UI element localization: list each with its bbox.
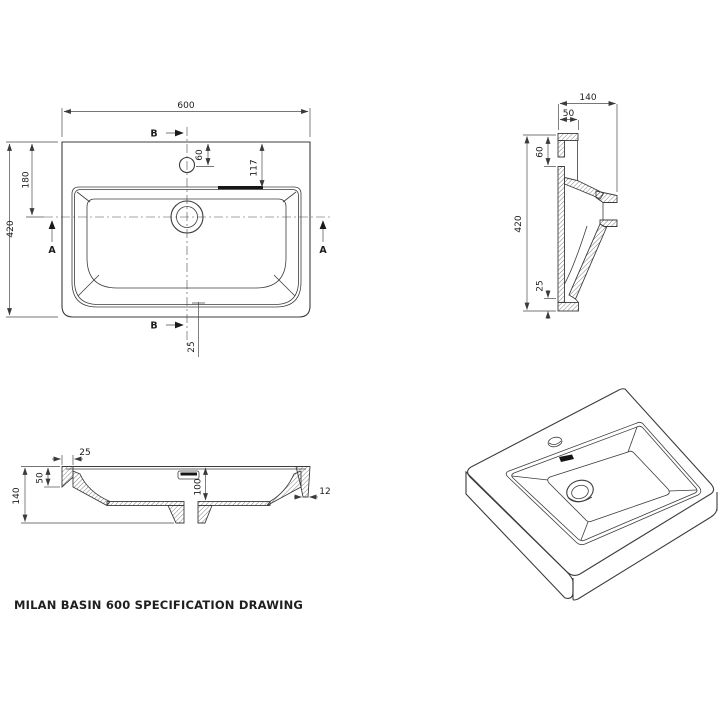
dim-side-depth: 420 xyxy=(514,215,524,232)
drain-boss-top xyxy=(595,190,618,203)
dim-plan-width: 600 xyxy=(177,101,194,111)
back-wall-upper xyxy=(557,140,565,158)
bowl-inner-contour xyxy=(564,225,588,303)
section-label-b-bottom: B xyxy=(150,321,157,332)
left-bowl-wall xyxy=(72,470,111,507)
drain-boss-bottom xyxy=(599,219,618,227)
left-rim-block xyxy=(61,466,74,489)
front-section-view: 25 50 140 100 12 xyxy=(12,448,331,524)
dim-plan-drain-offset: 25 xyxy=(187,341,197,352)
overflow-slot-section xyxy=(177,470,200,480)
bowl-rim-inner xyxy=(74,189,299,305)
bowl-floor-edge xyxy=(86,198,287,289)
dim-side-apron: 25 xyxy=(536,280,546,291)
iso-right-side-face xyxy=(572,492,718,601)
iso-wall-edges xyxy=(511,426,698,541)
bowl-corner-line-tl xyxy=(76,191,91,203)
isometric-view xyxy=(465,388,718,601)
dim-front-bowl-depth: 100 xyxy=(194,478,204,495)
iso-tap-hole xyxy=(547,436,563,448)
iso-tap-hole-inner xyxy=(548,440,562,445)
plan-view: 600 420 180 60 117 25 B B A A xyxy=(6,101,332,357)
dim-side-tap: 60 xyxy=(536,146,546,158)
overflow-slot-dark xyxy=(180,472,197,476)
ext-420-side xyxy=(523,134,556,312)
drain-boss-right xyxy=(197,505,213,524)
bowl-corner-line-bl xyxy=(77,274,100,297)
dim-plan-tap: 60 xyxy=(195,149,205,161)
deck-strip xyxy=(557,133,579,141)
bowl-corner-line-br xyxy=(273,274,296,297)
tap-hole xyxy=(178,156,196,174)
dim-side-height: 140 xyxy=(579,93,596,103)
iso-bowl-floor xyxy=(547,450,670,523)
dim-plan-rim: 117 xyxy=(250,159,260,176)
bottom-apron-strip xyxy=(557,302,579,312)
bowl-corner-line-tr xyxy=(282,191,297,203)
right-rim-block xyxy=(295,466,311,498)
drawing-title: MILAN BASIN 600 SPECIFICATION DRAWING xyxy=(14,598,304,612)
side-section-view: 140 50 60 420 25 xyxy=(514,93,618,319)
tap-hole-gap xyxy=(558,156,565,167)
basin-outer-edge xyxy=(61,141,311,318)
iso-overflow-slot xyxy=(559,454,574,462)
drain-boss-left xyxy=(167,505,185,524)
back-wall-lower xyxy=(557,166,565,303)
ext-140-front xyxy=(21,466,174,524)
section-label-b-top: B xyxy=(150,129,157,140)
dim-plan-centerline: 180 xyxy=(22,171,32,188)
bowl-rim-outer xyxy=(71,186,302,308)
dim-side-ledge: 50 xyxy=(563,109,575,119)
section-label-a-right: A xyxy=(319,245,327,256)
ext-600 xyxy=(61,108,311,137)
dim-plan-depth: 420 xyxy=(6,220,16,237)
right-bowl-wall xyxy=(266,470,302,506)
ext-140-side xyxy=(558,104,618,192)
iso-drain-shadow xyxy=(567,496,593,502)
iso-rim-outer xyxy=(505,421,702,546)
ext-25-plan xyxy=(192,302,205,357)
floor-band-right xyxy=(197,501,271,506)
iso-corner-edges xyxy=(465,472,718,599)
iso-rim-inner xyxy=(511,425,698,542)
iso-drain-outer xyxy=(566,479,594,503)
drain-inner xyxy=(176,206,198,228)
dim-front-edge: 12 xyxy=(319,487,330,497)
iso-drain-inner xyxy=(571,484,589,500)
iso-top-face xyxy=(467,388,715,577)
ext-420-plan xyxy=(6,141,58,318)
drain-boss-cavity xyxy=(602,202,617,221)
ext-25-front xyxy=(61,455,74,465)
overflow-slot-plan xyxy=(218,186,263,190)
floor-band-left xyxy=(106,501,185,506)
drain-outer xyxy=(170,200,204,234)
dim-front-height: 140 xyxy=(12,487,22,504)
dim-front-overhang: 25 xyxy=(79,448,90,458)
section-label-a-left: A xyxy=(48,245,56,256)
dim-front-apron: 50 xyxy=(36,472,46,484)
